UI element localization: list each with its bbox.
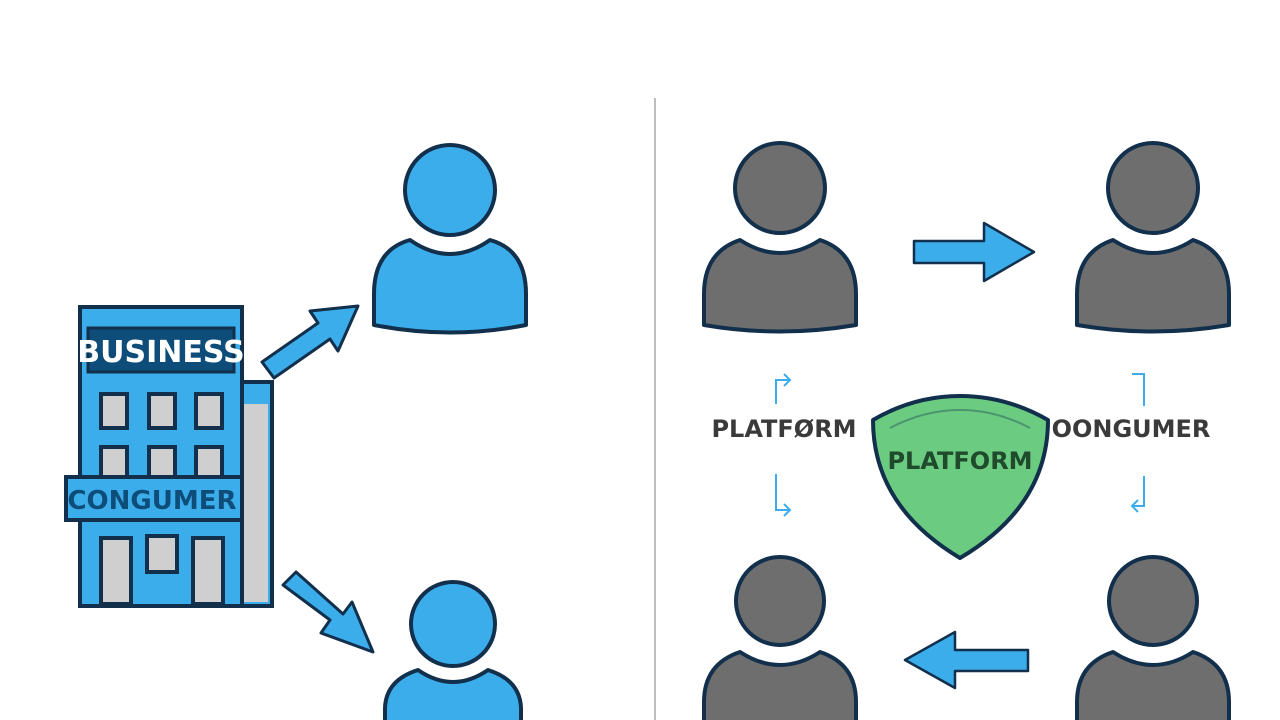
consumer-band-label: CONGUMER	[67, 486, 236, 516]
arrow-up-right-icon	[260, 304, 360, 380]
business-building: BUSINESS CONGUMER	[64, 305, 274, 608]
shield-label: PLATFORM	[887, 447, 1032, 475]
arrow-right-icon	[912, 221, 1036, 283]
business-sign	[86, 326, 236, 374]
peer-person-icon-bottom-left	[702, 555, 858, 720]
connector-right	[1130, 373, 1145, 513]
arrow-left-icon	[903, 630, 1030, 690]
consumer-band	[64, 475, 244, 522]
consumer-person-icon-top	[372, 143, 528, 335]
peer-person-icon-bottom-right	[1075, 555, 1231, 720]
arrow-down-right-icon	[281, 570, 375, 654]
platform-shield-icon	[871, 394, 1050, 560]
platform-label: PLATFØRM	[711, 415, 856, 443]
peer-person-icon-top-right	[1075, 141, 1231, 334]
consumer-label: OONGUMER	[1052, 415, 1211, 443]
connector-left	[775, 373, 792, 517]
peer-person-icon-top-left	[702, 141, 858, 334]
business-sign-label: BUSINESS	[77, 335, 244, 370]
consumer-person-icon-bottom	[383, 580, 523, 720]
